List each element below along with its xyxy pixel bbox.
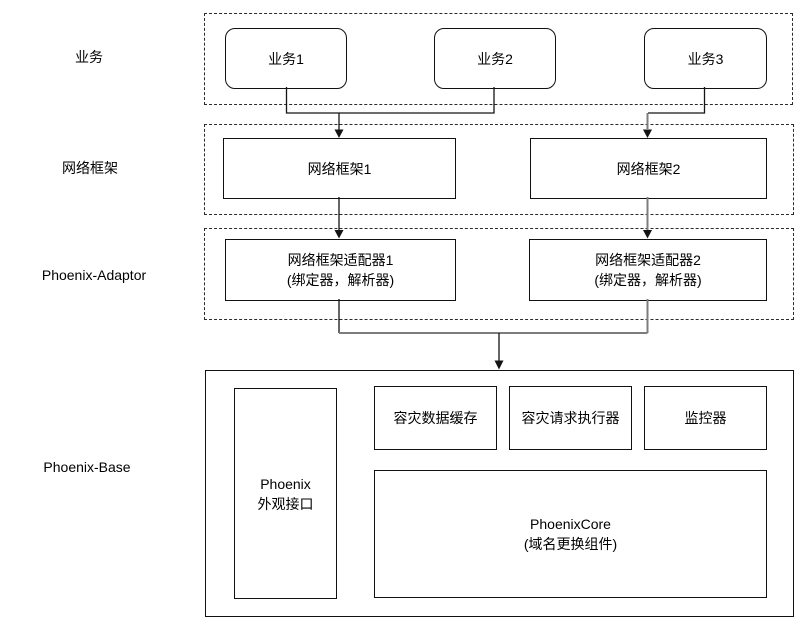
framework-node-2-label: 网络框架2	[616, 160, 681, 177]
adaptor-layer-container	[204, 228, 794, 320]
adaptor-node-1-subtitle: (绑定器，解析器)	[286, 272, 395, 288]
executor-box: 容灾请求执行器	[509, 386, 632, 450]
monitor-box: 监控器	[644, 386, 767, 450]
cache-box: 容灾数据缓存	[374, 386, 497, 450]
core-box: PhoenixCore (域名更换组件)	[374, 470, 767, 598]
adaptor-node-2-title: 网络框架适配器2	[595, 252, 701, 268]
adaptor-node-2: 网络框架适配器2 (绑定器，解析器)	[529, 239, 767, 301]
business-node-3-label: 业务3	[687, 50, 724, 67]
business-node-2: 业务2	[434, 28, 556, 89]
monitor-box-label: 监控器	[684, 410, 727, 426]
business-node-1: 业务1	[225, 28, 347, 89]
layer-label-base: Phoenix-Base	[43, 459, 131, 475]
framework-node-1-label: 网络框架1	[307, 160, 372, 177]
adaptor-node-1: 网络框架适配器1 (绑定器，解析器)	[225, 239, 456, 301]
adaptor-node-2-subtitle: (绑定器，解析器)	[594, 272, 702, 288]
layer-label-framework: 网络框架	[62, 160, 118, 176]
core-box-title: PhoenixCore	[530, 516, 611, 532]
framework-node-1: 网络框架1	[223, 138, 456, 199]
facade-box-line2: 外观接口	[257, 495, 314, 512]
facade-box-line1: Phoenix	[260, 475, 311, 492]
core-box-subtitle: (域名更换组件)	[523, 536, 618, 552]
framework-node-2: 网络框架2	[530, 138, 767, 199]
business-node-1-label: 业务1	[268, 50, 304, 67]
facade-box: Phoenix 外观接口	[234, 388, 337, 599]
business-node-2-label: 业务2	[477, 50, 513, 67]
adaptor-node-1-title: 网络框架适配器1	[287, 252, 394, 268]
layer-label-adaptor: Phoenix-Adaptor	[41, 267, 147, 283]
cache-box-label: 容灾数据缓存	[393, 410, 478, 426]
arrowhead-base-icon	[494, 360, 504, 370]
executor-box-label: 容灾请求执行器	[521, 410, 620, 426]
layer-label-business: 业务	[75, 49, 103, 65]
business-node-3: 业务3	[644, 28, 767, 89]
framework-layer-container	[204, 124, 794, 215]
business-layer-container	[204, 13, 793, 105]
